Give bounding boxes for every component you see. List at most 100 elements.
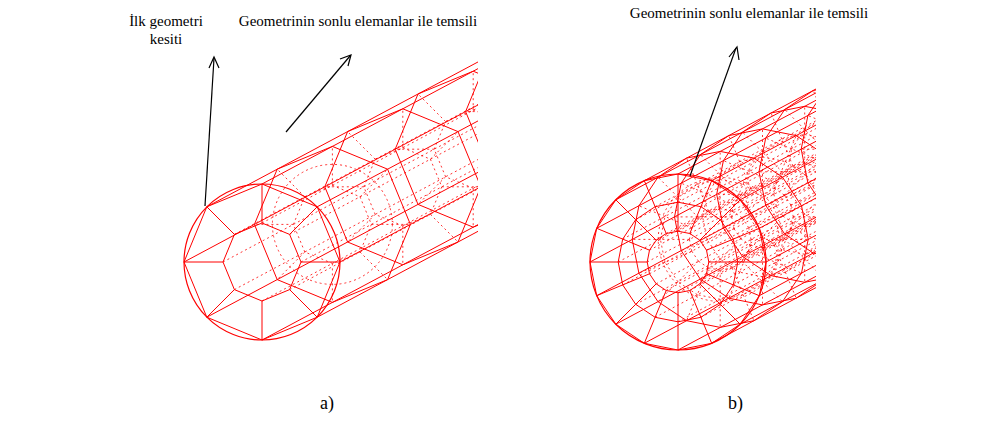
mesh-line [740, 60, 816, 324]
leader-line [286, 56, 350, 132]
mesh-line [762, 157, 763, 186]
mesh-line [636, 304, 655, 317]
mesh-line [597, 228, 623, 239]
mesh-line [290, 234, 301, 262]
mesh-line [665, 262, 678, 282]
mesh-line [740, 272, 763, 277]
mesh-line [808, 116, 816, 127]
mesh-line [632, 206, 639, 240]
mesh-line [234, 290, 262, 301]
mesh-line [763, 186, 775, 188]
fine-mesh [590, 60, 816, 350]
mesh-line [771, 276, 805, 283]
mesh-line [647, 60, 816, 262]
mesh-line [703, 216, 732, 217]
mesh-line [650, 240, 657, 250]
mesh-line [616, 181, 645, 200]
mesh-line [759, 262, 766, 296]
mesh-line [678, 202, 679, 231]
mesh-line [709, 209, 721, 211]
mesh-line [418, 94, 446, 122]
mesh-line [801, 149, 816, 150]
mesh-line [700, 259, 720, 279]
mesh-line [808, 172, 816, 183]
mesh-line [623, 60, 816, 239]
mesh-line [234, 60, 478, 290]
mesh-line [733, 60, 816, 239]
mesh-line [701, 304, 720, 317]
mesh-line [697, 295, 720, 300]
mesh-line [774, 194, 776, 206]
mesh-line [785, 91, 814, 110]
mesh-line [749, 152, 762, 171]
mesh-line [723, 217, 749, 228]
mesh-line [681, 251, 700, 280]
mesh-line [805, 259, 816, 279]
mesh-line [776, 206, 802, 217]
mesh-line [766, 138, 792, 149]
mesh-line [262, 290, 290, 301]
mesh-line [590, 262, 597, 296]
mesh-line [732, 205, 734, 217]
mesh-line [763, 282, 783, 302]
mesh-line [804, 254, 805, 282]
mesh-line [340, 60, 478, 262]
mesh-line [656, 284, 666, 291]
mesh-line [749, 217, 776, 228]
mesh-line [689, 239, 691, 251]
mesh-line [660, 239, 689, 240]
mesh-line [733, 60, 816, 285]
mesh-line [792, 195, 805, 214]
mesh-line [776, 173, 783, 183]
mesh-line [774, 239, 784, 246]
mesh-line [723, 228, 742, 257]
mesh-line [277, 146, 332, 169]
mesh-line [332, 252, 360, 263]
mesh-line [742, 218, 749, 228]
mesh-line [759, 171, 787, 172]
mesh-line [692, 251, 699, 261]
mesh-line [623, 285, 636, 304]
mesh-line [658, 302, 687, 321]
mesh-line [403, 148, 431, 159]
mesh-line [759, 60, 816, 296]
mesh-line [742, 261, 763, 282]
mesh-line [207, 290, 235, 318]
mesh-line [395, 94, 418, 149]
mesh-line [805, 129, 816, 150]
mesh-line [785, 110, 805, 130]
mesh-line [290, 290, 318, 318]
mesh-line [666, 60, 816, 234]
mesh-line [782, 135, 805, 140]
mesh-line [707, 60, 817, 274]
mesh-line [785, 259, 804, 272]
mesh-line [403, 242, 458, 265]
mesh-line [458, 187, 478, 242]
mesh-line [733, 228, 759, 239]
mesh-line [655, 317, 678, 322]
mesh-line [743, 282, 763, 295]
mesh-line [801, 149, 808, 183]
mesh-line [785, 234, 814, 253]
mesh-line [723, 132, 742, 161]
mesh-line [707, 194, 734, 205]
mesh-line [805, 240, 816, 259]
mesh-line [776, 262, 802, 273]
mesh-line [301, 262, 340, 263]
mesh-line [360, 197, 371, 225]
mesh-line [681, 155, 700, 184]
mesh-line [784, 195, 791, 205]
mesh-line [678, 293, 679, 322]
mesh-line [434, 122, 445, 150]
mesh-line [782, 250, 805, 255]
mesh-line [732, 217, 734, 229]
arrow-head [209, 57, 219, 68]
mesh-line [678, 60, 816, 322]
mesh-line [632, 239, 639, 273]
mesh-line [774, 188, 784, 195]
mesh-line [745, 194, 774, 195]
mesh-line [293, 197, 304, 225]
mesh-line [223, 262, 234, 290]
mesh-line [364, 159, 375, 187]
mesh-line [658, 177, 678, 197]
